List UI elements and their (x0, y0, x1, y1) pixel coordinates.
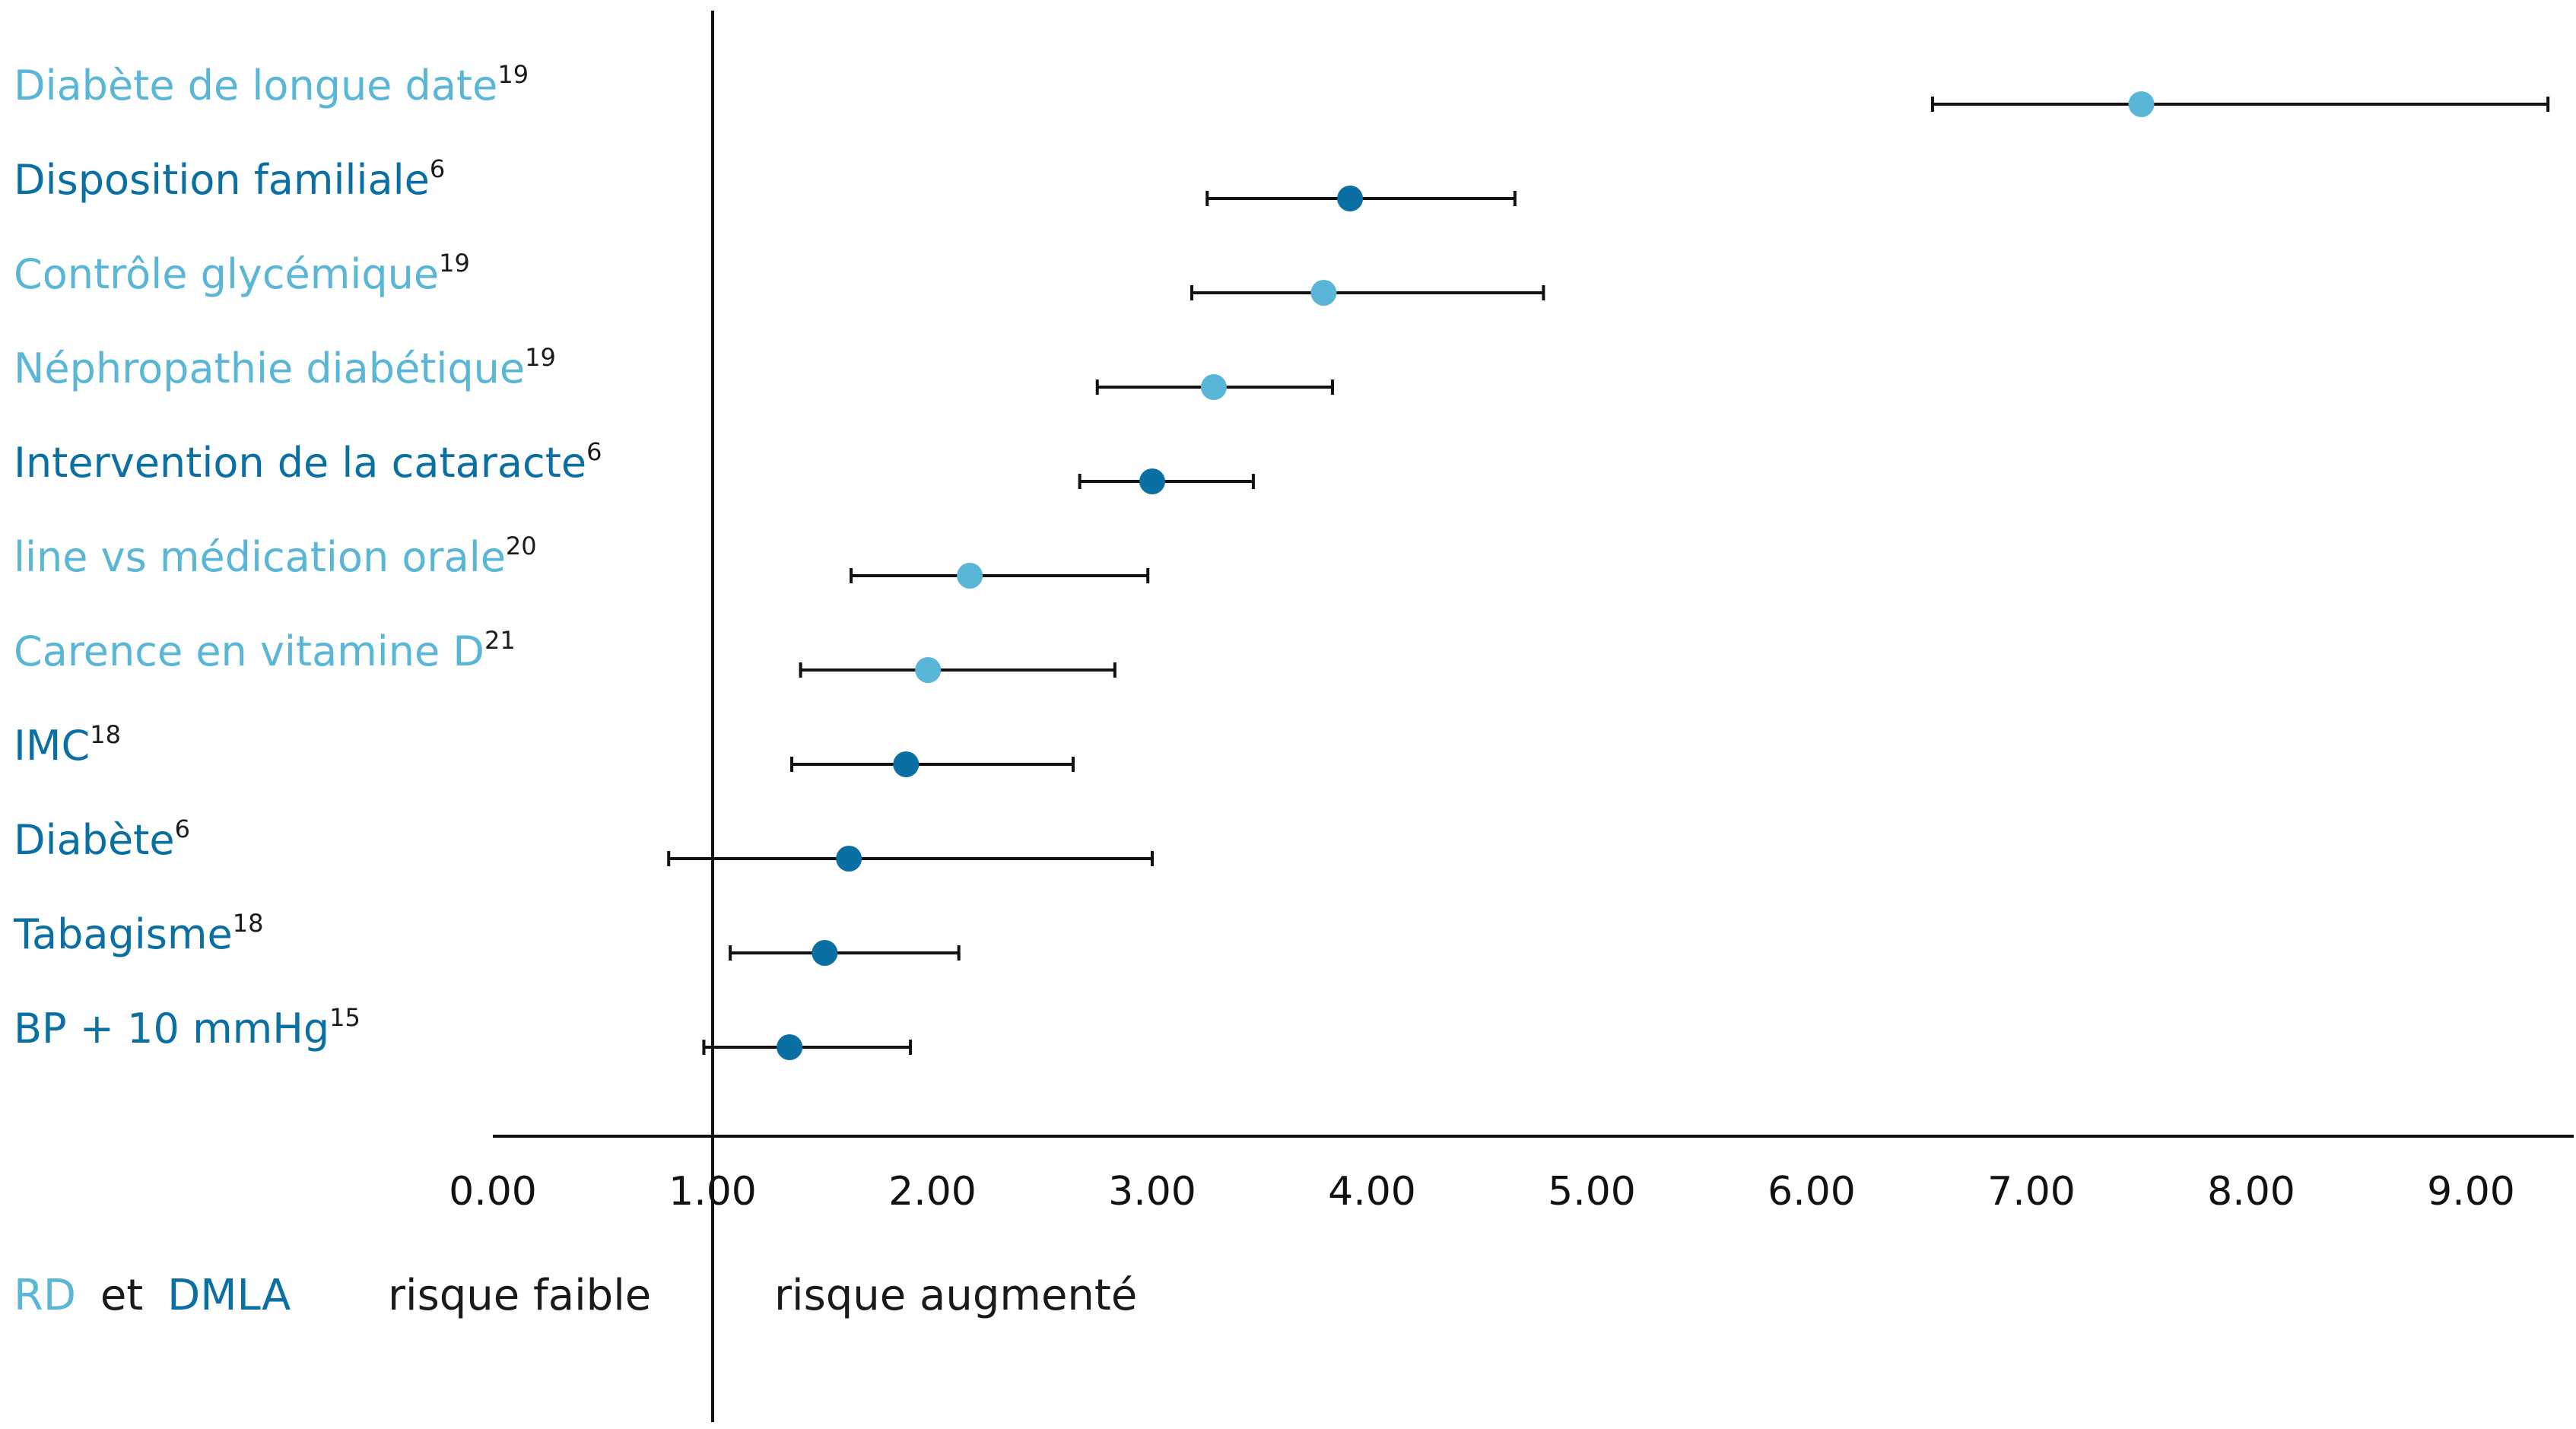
x-tick-label: 2.00 (888, 1169, 977, 1215)
row-6: line vs médication orale20 (14, 532, 1150, 589)
estimate-point (1310, 280, 1337, 306)
row-reference: 21 (484, 626, 516, 655)
legend-high-risk: risque augmenté (774, 1271, 1137, 1320)
row-label-text: BP + 10 mmHg (14, 1005, 329, 1053)
row-11: BP + 10 mmHg15 (14, 1003, 913, 1060)
row-label: line vs médication orale20 (14, 532, 537, 581)
legend-rd: RD (14, 1271, 76, 1320)
estimate-point (812, 940, 838, 966)
row-reference: 18 (233, 909, 264, 938)
row-label-text: Intervention de la cataracte (14, 439, 586, 487)
row-label: Diabète de longue date19 (14, 60, 529, 110)
row-label: IMC18 (14, 720, 121, 770)
row-4: Néphropathie diabétique19 (14, 343, 1334, 400)
x-tick-label: 1.00 (669, 1169, 757, 1215)
x-tick-label: 5.00 (1548, 1169, 1636, 1215)
row-label: Intervention de la cataracte6 (14, 437, 602, 487)
estimate-point (1337, 186, 1364, 211)
row-reference: 19 (439, 249, 470, 278)
row-reference: 6 (175, 815, 190, 843)
row-reference: 15 (329, 1003, 361, 1032)
estimate-point (836, 846, 862, 872)
row-label-text: line vs médication orale (14, 533, 506, 581)
legend-low-risk: risque faible (388, 1271, 651, 1320)
row-label: Carence en vitamine D21 (14, 626, 516, 675)
row-label-text: Diabète de longue date (14, 62, 497, 110)
row-3: Contrôle glycémique19 (14, 249, 1545, 306)
row-label-text: Diabète (14, 816, 175, 864)
row-5: Intervention de la cataracte6 (14, 437, 1255, 494)
row-1: Diabète de longue date19 (14, 60, 2550, 117)
estimate-point (1139, 468, 1165, 494)
x-tick-label: 4.00 (1328, 1169, 1416, 1215)
row-reference: 6 (430, 154, 445, 183)
x-tick-label: 8.00 (2207, 1169, 2295, 1215)
x-axis: 0.00 1.00 2.00 3.00 4.00 5.00 6.00 7.00 8.00 9.00 (449, 11, 2574, 1422)
legend: RD et DMLA risque faible risque augmenté (14, 1271, 1137, 1320)
x-tick-label: 9.00 (2427, 1169, 2515, 1215)
row-label: Contrôle glycémique19 (14, 249, 470, 298)
row-label: Tabagisme18 (13, 909, 263, 958)
x-tick-label: 3.00 (1108, 1169, 1196, 1215)
estimate-point (2128, 91, 2155, 117)
row-reference: 18 (90, 720, 121, 749)
legend-connector: et (100, 1271, 143, 1320)
row-label-text: Carence en vitamine D (14, 627, 484, 675)
row-reference: 20 (506, 532, 537, 560)
estimate-point (893, 751, 920, 777)
legend-dmla: DMLA (167, 1271, 291, 1320)
estimate-point (777, 1034, 803, 1060)
estimate-point (1200, 374, 1227, 400)
row-reference: 6 (586, 437, 602, 466)
row-label-text: Contrôle glycémique (14, 250, 439, 298)
row-label: Diabète6 (14, 815, 190, 864)
row-7: Carence en vitamine D21 (14, 626, 1116, 683)
x-tick-label: 6.00 (1768, 1169, 1856, 1215)
row-label: Néphropathie diabétique19 (14, 343, 556, 392)
row-2: Disposition familiale6 (14, 154, 1517, 211)
row-8: IMC18 (14, 720, 1075, 777)
legend-group-key: RD et DMLA (14, 1271, 291, 1320)
row-label-text: IMC (14, 722, 90, 770)
row-label-text: Disposition familiale (14, 156, 430, 204)
x-tick-label: 7.00 (1987, 1169, 2076, 1215)
row-label: Disposition familiale6 (14, 154, 445, 204)
row-label: BP + 10 mmHg15 (14, 1003, 361, 1053)
row-10: Tabagisme18 (13, 909, 961, 966)
row-label-text: Néphropathie diabétique (14, 345, 525, 392)
row-reference: 19 (497, 60, 529, 89)
row-9: Diabète6 (14, 815, 1154, 872)
row-label-text: Tabagisme (13, 910, 233, 958)
row-reference: 19 (525, 343, 556, 372)
estimate-point (915, 657, 942, 683)
x-tick-label: 0.00 (449, 1169, 537, 1215)
estimate-point (957, 563, 983, 589)
